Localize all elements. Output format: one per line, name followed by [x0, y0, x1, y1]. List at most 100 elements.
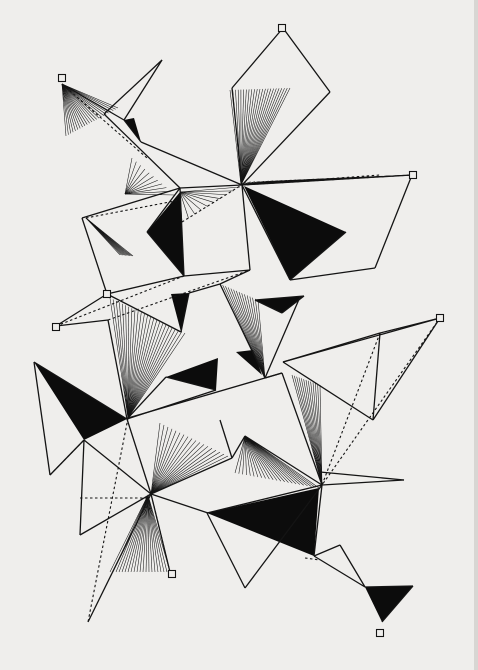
hatch-line: [179, 191, 221, 199]
hatch-line: [244, 435, 320, 489]
hatch-line: [240, 88, 266, 186]
hatch-line: [61, 83, 76, 131]
outline-segment: [103, 113, 181, 189]
hatch-line: [244, 435, 312, 487]
hatch-line: [61, 83, 104, 116]
hatch-line: [147, 494, 162, 573]
hatch-line: [127, 321, 161, 419]
hatch-line: [244, 435, 251, 476]
hatch-line: [257, 299, 266, 379]
outline-segment: [179, 187, 185, 277]
hatch-line: [150, 453, 225, 495]
hatch-line: [61, 83, 67, 137]
black-triangle: [207, 488, 319, 556]
square-marker: [435, 313, 445, 323]
hatch-line: [301, 378, 323, 486]
hatch-line: [240, 88, 263, 186]
outline-segment: [81, 187, 181, 219]
outline-segment: [146, 187, 181, 233]
black-triangle: [365, 586, 413, 622]
hatch-line: [225, 286, 266, 379]
hatch-line: [246, 295, 266, 379]
hatch-line: [227, 287, 266, 379]
outline-segment: [150, 457, 233, 495]
hatch-line: [240, 88, 272, 186]
dashed-segment: [321, 332, 381, 486]
hatch-line: [127, 319, 158, 419]
outline-segment: [372, 317, 441, 421]
hatch-line: [244, 435, 297, 485]
hatch-line: [240, 88, 261, 186]
outline-segment: [289, 267, 376, 281]
hatch-line: [124, 172, 150, 195]
hatch-line: [240, 88, 280, 186]
hatch-line: [244, 435, 308, 487]
hatch-line: [240, 88, 274, 186]
hatch-line: [61, 83, 116, 110]
outline-segment: [126, 418, 152, 495]
hatch-line: [127, 311, 139, 419]
hatch-line: [179, 191, 202, 211]
hatch-line: [124, 191, 171, 195]
hatch-line: [150, 449, 217, 495]
hatch-line: [249, 296, 266, 379]
hatch-line: [61, 83, 88, 125]
outline-segment: [381, 585, 414, 623]
hatch-line: [147, 494, 153, 573]
hatch-line: [127, 318, 155, 419]
hatch-line: [150, 442, 201, 495]
hatch-line: [124, 157, 133, 195]
square-marker: [277, 23, 287, 33]
hatch-line: [115, 300, 129, 419]
hatch-line: [244, 435, 304, 486]
hatch-line: [233, 289, 266, 379]
hatch-line: [244, 435, 301, 485]
hatch-line: [317, 384, 323, 486]
hatch-line: [242, 435, 246, 475]
hatch-line: [124, 165, 141, 195]
hatch-line: [118, 494, 149, 573]
hatch-line: [150, 434, 185, 495]
hatch-line: [179, 191, 215, 203]
dashed-segment: [150, 493, 171, 573]
outline-segment: [282, 27, 331, 93]
hatch-line: [136, 494, 149, 573]
hatch-line: [61, 83, 100, 119]
hatch-line: [291, 374, 323, 486]
hatch-line: [240, 89, 258, 186]
hatch-line: [130, 494, 149, 573]
hatch-line: [150, 432, 181, 495]
hatch-line: [315, 383, 323, 486]
paper-edge: [474, 0, 478, 670]
hatch-line: [127, 316, 151, 419]
hatch-line: [179, 186, 241, 193]
outline-segment: [79, 493, 152, 536]
black-triangle: [236, 350, 262, 375]
hatch-line: [236, 290, 266, 379]
black-triangle: [147, 192, 184, 276]
hatch-line: [124, 193, 176, 196]
outline-segment: [123, 59, 163, 121]
outline-segment: [264, 372, 283, 379]
hatch-line: [234, 435, 246, 474]
outline-segment: [33, 361, 51, 476]
hatch-line: [240, 89, 247, 186]
dashed-segment: [181, 185, 241, 223]
hatch-line: [61, 83, 86, 126]
outline-segment: [140, 141, 243, 186]
outline-segment: [264, 296, 301, 379]
outline-segment: [254, 295, 305, 301]
square-marker: [51, 322, 61, 332]
hatch-line: [147, 494, 159, 573]
hatch-line: [240, 89, 255, 186]
outline-segment: [313, 555, 366, 588]
hatch-line: [61, 83, 71, 134]
hatch-line: [244, 435, 247, 476]
hatch-line: [150, 436, 189, 495]
hatch-line: [124, 168, 146, 195]
hatch-line: [142, 494, 149, 573]
hatch-line: [127, 332, 186, 419]
outline-segment: [206, 512, 246, 589]
